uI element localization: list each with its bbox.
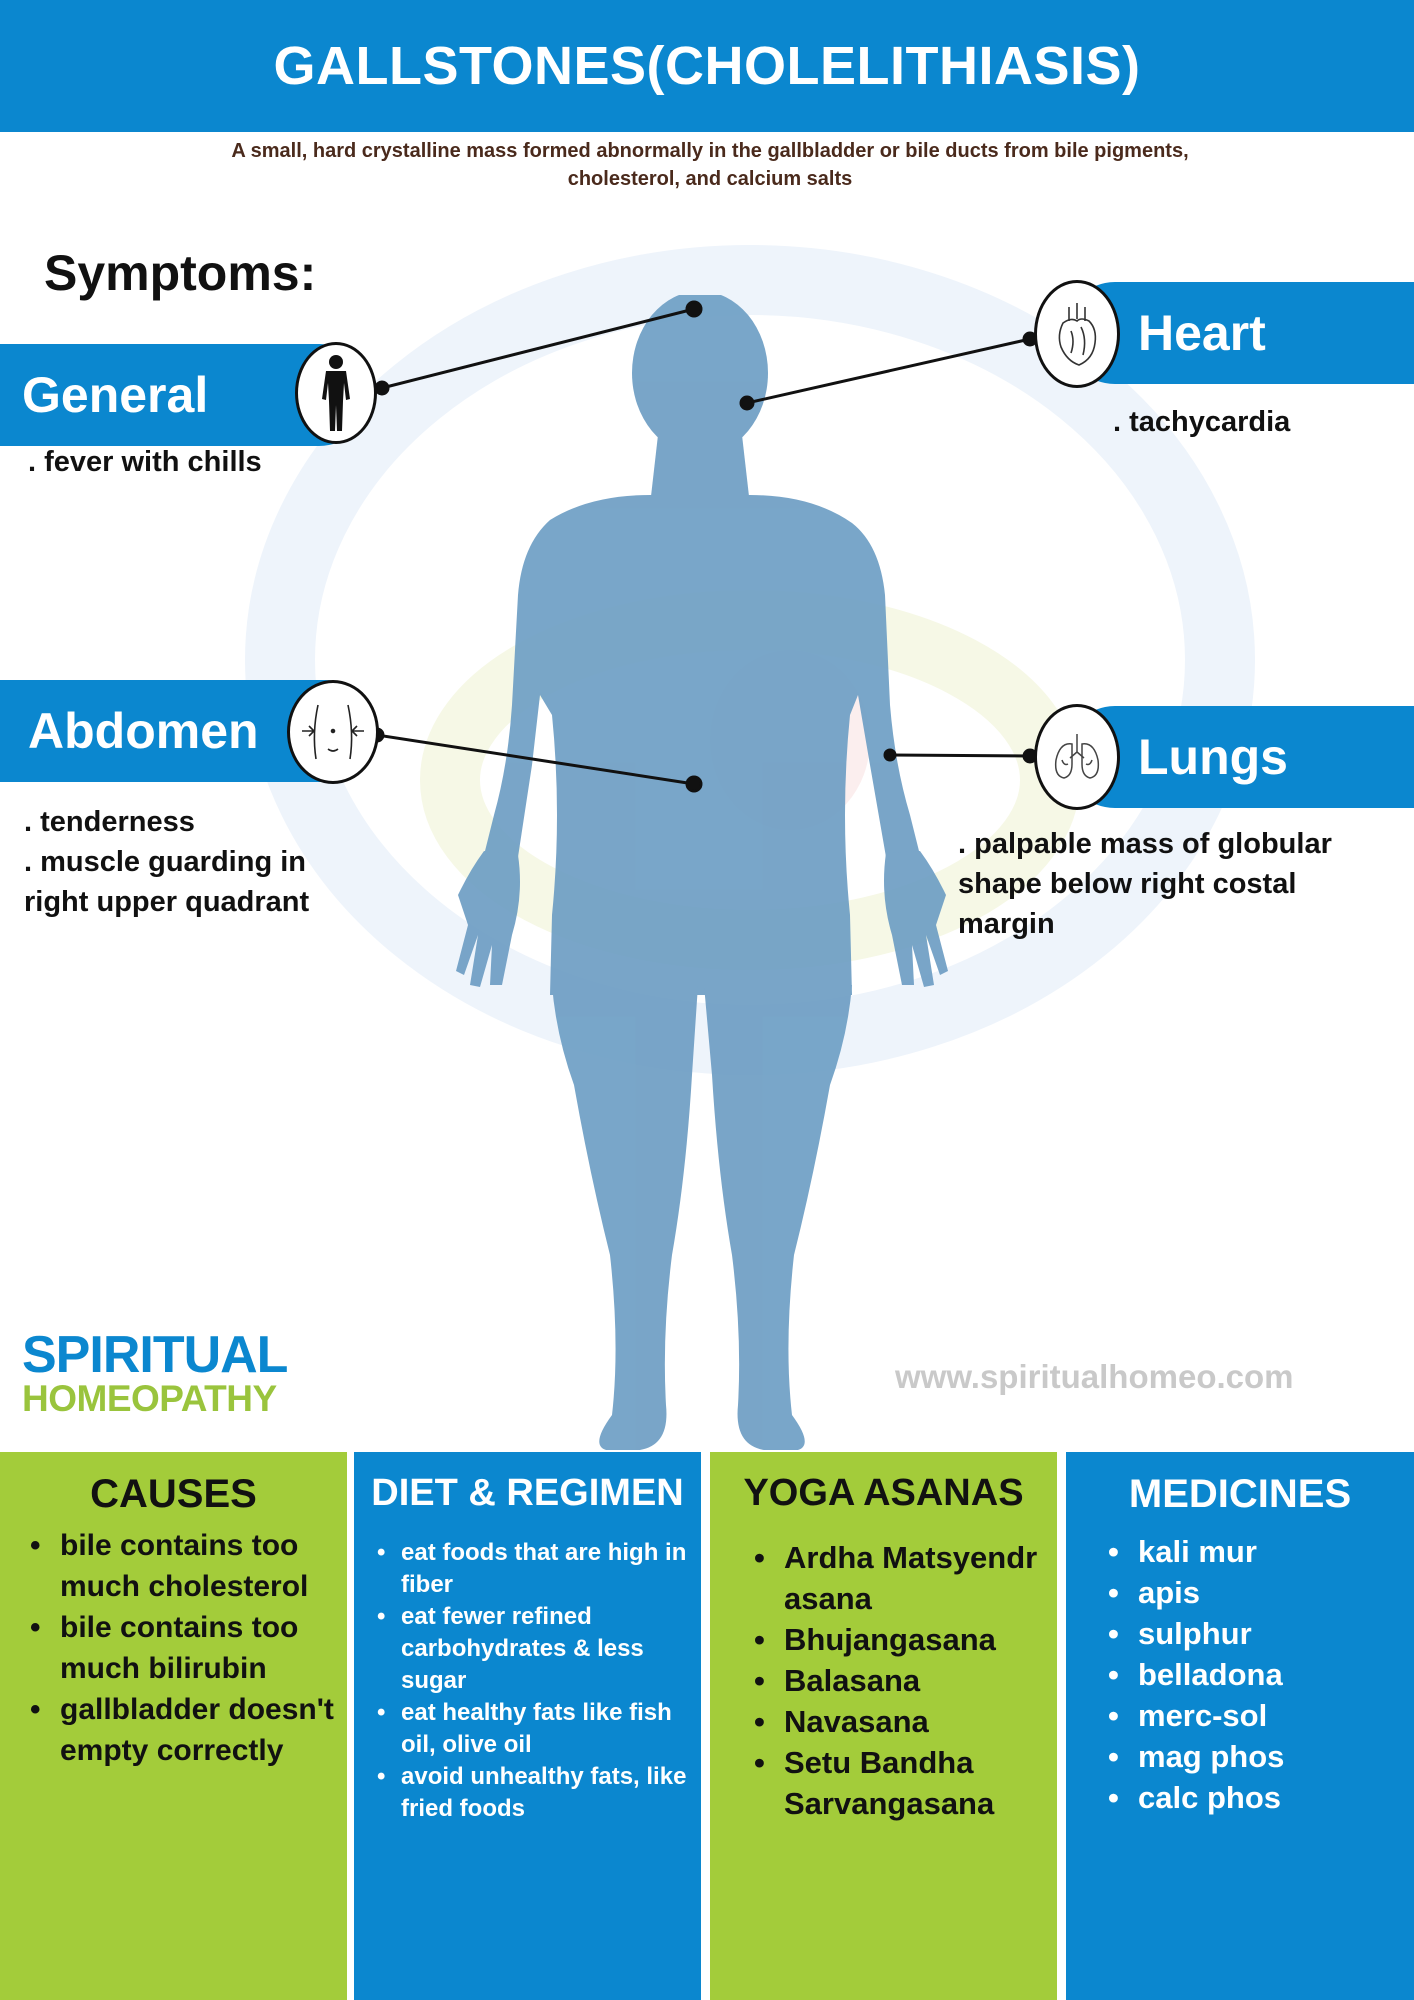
abdomen-connector [376, 733, 695, 786]
causes-title: CAUSES [90, 1472, 257, 1516]
list-item: Setu Bandha Sarvangasana [754, 1742, 1047, 1824]
heart-connector [746, 337, 1031, 405]
abdomen-note: . tenderness [24, 806, 195, 838]
list-item: merc-sol [1108, 1695, 1414, 1736]
lungs-connector [889, 753, 1031, 758]
heart-icon [1034, 280, 1120, 388]
list-item: avoid unhealthy fats, like fried foods [377, 1761, 693, 1825]
list-item: eat healthy fats like fish oil, olive oi… [377, 1697, 693, 1761]
general-note: . fever with chills [28, 446, 262, 478]
causes-panel: CAUSES bile contains too much cholestero… [0, 1452, 347, 2000]
lungs-note: margin [958, 908, 1055, 940]
medicines-list: kali mur apis sulphur belladona merc-sol… [1066, 1531, 1414, 1818]
diet-title: DIET & REGIMEN [371, 1472, 684, 1514]
list-item: sulphur [1108, 1613, 1414, 1654]
definition-text: A small, hard crystalline mass formed ab… [231, 140, 1189, 190]
lungs-notes: . palpable mass of globular shape below … [958, 824, 1332, 944]
yoga-panel: YOGA ASANAS Ardha Matsyendrasana Bhujang… [710, 1452, 1057, 2000]
causes-list: bile contains too much cholesterol bile … [0, 1525, 347, 1771]
abdomen-label: Abdomen [28, 703, 259, 759]
human-figure-icon [295, 342, 377, 444]
yoga-title: YOGA ASANAS [743, 1472, 1024, 1514]
lungs-pill: Lungs [1064, 706, 1414, 808]
general-label: General [22, 367, 209, 423]
lungs-note: . palpable mass of globular [958, 828, 1332, 860]
brand-name: SPIRITUAL [22, 1326, 288, 1384]
list-item: Bhujangasana [754, 1619, 1047, 1660]
heart-label: Heart [1138, 305, 1266, 361]
list-item: Balasana [754, 1660, 1047, 1701]
title-banner: GALLSTONES(CHOLELITHIASIS) [0, 0, 1414, 132]
list-item: bile contains too much cholesterol [30, 1525, 339, 1607]
list-item: kali mur [1108, 1531, 1414, 1572]
abdomen-note: right upper quadrant [24, 886, 310, 918]
abdomen-note: . muscle guarding in [24, 846, 306, 878]
list-item: gallbladder doesn't empty correctly [30, 1689, 339, 1771]
abdomen-icon [287, 680, 379, 784]
lungs-icon [1034, 704, 1120, 810]
heart-note: . tachycardia [1113, 406, 1291, 438]
diet-list: eat foods that are high in fiber eat few… [354, 1537, 701, 1825]
lungs-label: Lungs [1138, 729, 1288, 785]
brand-tagline: HOMEOPATHY [22, 1378, 277, 1419]
list-item: Navasana [754, 1701, 1047, 1742]
general-connector [381, 307, 695, 390]
heart-notes: . tachycardia [1113, 402, 1290, 442]
list-item: apis [1108, 1572, 1414, 1613]
list-item: calc phos [1108, 1777, 1414, 1818]
medicines-panel: MEDICINES kali mur apis sulphur belladon… [1066, 1452, 1414, 2000]
abdomen-notes: . tenderness . muscle guarding in right … [24, 802, 309, 922]
list-item: bile contains too much bilirubin [30, 1607, 339, 1689]
lungs-note: shape below right costal [958, 868, 1297, 900]
heart-pill: Heart [1064, 282, 1414, 384]
list-item: eat fewer refined carbohydrates & less s… [377, 1601, 693, 1697]
list-item: mag phos [1108, 1736, 1414, 1777]
medicines-title: MEDICINES [1128, 1472, 1352, 1516]
symptoms-heading: Symptoms: [44, 245, 317, 301]
list-item: eat foods that are high in fiber [377, 1537, 693, 1601]
connector-lines [369, 300, 1038, 793]
yoga-list: Ardha Matsyendrasana Bhujangasana Balasa… [710, 1537, 1057, 1824]
human-body-silhouette [456, 295, 948, 1450]
website-url: www.spiritualhomeo.com [895, 1358, 1294, 1395]
list-item: belladona [1108, 1654, 1414, 1695]
general-notes: . fever with chills [28, 442, 262, 482]
page-title: GALLSTONES(CHOLELITHIASIS) [273, 36, 1141, 96]
diet-panel: DIET & REGIMEN eat foods that are high i… [354, 1452, 701, 2000]
list-item: Ardha Matsyendrasana [754, 1537, 1047, 1619]
